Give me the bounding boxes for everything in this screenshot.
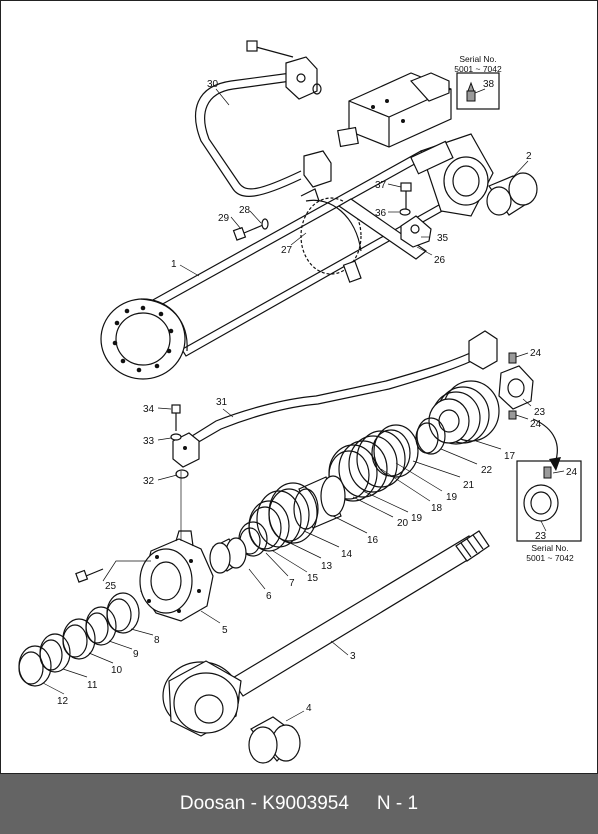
seal-22	[415, 417, 446, 455]
callout-1: 1	[171, 259, 177, 270]
bolt-25	[75, 568, 104, 583]
callout-25: 25	[105, 581, 117, 592]
callout-9: 9	[133, 649, 139, 660]
seal-21	[371, 424, 419, 478]
washer-36	[399, 208, 411, 216]
bushing-6	[209, 537, 247, 574]
callout-28: 28	[239, 205, 251, 216]
callout-30: 30	[207, 79, 219, 90]
piston-rod-3	[162, 530, 490, 737]
callout-17: 17	[504, 451, 516, 462]
parts-diagram: 1 2 3 4 5 6 7 8 9 10 11 12 13 14 15 16 1…	[0, 0, 598, 774]
callout-33: 33	[143, 436, 155, 447]
seal-9	[85, 606, 117, 646]
callout-5: 5	[222, 625, 228, 636]
callout-23-detail: 23	[535, 531, 547, 542]
callout-4: 4	[306, 703, 312, 714]
callout-24-bottom: 24	[530, 419, 542, 430]
callout-12: 12	[57, 696, 69, 707]
callout-35: 35	[437, 233, 449, 244]
piston-17	[428, 380, 500, 445]
washer-33	[170, 433, 182, 441]
callout-19-upper: 19	[446, 492, 458, 503]
callout-numbers: 1 2 3 4 5 6 7 8 9 10 11 12 13 14 15 16 1…	[57, 79, 578, 714]
callout-16: 16	[367, 535, 379, 546]
callout-27: 27	[281, 245, 293, 256]
callout-24-detail: 24	[566, 467, 578, 478]
seal-12	[18, 645, 52, 687]
callout-34: 34	[143, 404, 155, 415]
serial-range: 5001 ~ 7042	[526, 553, 574, 563]
callout-19-lower: 19	[411, 513, 423, 524]
callout-21: 21	[463, 480, 475, 491]
rod-cover-5	[139, 530, 214, 622]
washer-28	[261, 218, 269, 230]
valve-block	[337, 72, 452, 148]
serial-note-bottom: Serial No. 5001 ~ 7042	[526, 543, 574, 563]
serial-range: 5001 ~ 7042	[454, 64, 502, 74]
grease-fitting-38	[456, 72, 500, 110]
pipe-30	[194, 40, 332, 197]
callout-8: 8	[154, 635, 160, 646]
callout-32: 32	[143, 476, 155, 487]
callout-18: 18	[431, 503, 443, 514]
callout-26: 26	[434, 255, 446, 266]
callout-38: 38	[483, 79, 495, 90]
seal-8	[106, 592, 140, 634]
cushion-16	[293, 475, 346, 530]
callout-24-top: 24	[530, 348, 542, 359]
bracket-26	[337, 198, 432, 260]
footer-bar: Doosan - K9003954 N - 1	[0, 774, 598, 834]
callout-22: 22	[481, 465, 493, 476]
serial-label: Serial No.	[531, 543, 568, 553]
bolt-29	[232, 224, 264, 241]
seal-11	[39, 633, 71, 673]
nut-23	[498, 365, 534, 410]
seal-10	[62, 618, 96, 660]
callout-7: 7	[289, 578, 295, 589]
callout-15: 15	[307, 573, 319, 584]
seal-20	[328, 444, 378, 502]
o-ring-32	[175, 469, 189, 479]
callout-6: 6	[266, 591, 272, 602]
callout-2: 2	[526, 151, 532, 162]
footer-part-number: K9003954	[262, 793, 349, 814]
callout-29: 29	[218, 213, 230, 224]
callout-37: 37	[375, 180, 387, 191]
serial-note-top: Serial No. 5001 ~ 7042	[454, 54, 502, 74]
callout-11: 11	[87, 680, 98, 691]
callout-13: 13	[321, 561, 333, 572]
bushing-4	[248, 716, 301, 764]
leader-lines	[42, 88, 565, 722]
detail-box-23	[516, 460, 582, 542]
callout-36: 36	[375, 208, 387, 219]
footer-page-number: N - 1	[376, 793, 419, 814]
bushing-2	[486, 172, 538, 216]
callout-10: 10	[111, 665, 123, 676]
cylinder-tube	[100, 133, 494, 380]
footer-brand: Doosan	[179, 793, 246, 814]
exploded-view-drawing: 1 2 3 4 5 6 7 8 9 10 11 12 13 14 15 16 1…	[18, 40, 582, 764]
serial-label: Serial No.	[459, 54, 496, 64]
seal-19-lower	[338, 440, 388, 498]
clamp-band	[300, 188, 362, 283]
callout-20: 20	[397, 518, 409, 529]
pipe-31	[172, 330, 498, 468]
seal-14	[268, 482, 318, 544]
footer-dash: -	[250, 793, 257, 814]
bolt-34	[171, 404, 181, 431]
callout-23-piston: 23	[534, 407, 546, 418]
footer-separator: -	[245, 793, 262, 815]
callout-31: 31	[216, 397, 228, 408]
callout-3: 3	[350, 651, 356, 662]
callout-14: 14	[341, 549, 353, 560]
